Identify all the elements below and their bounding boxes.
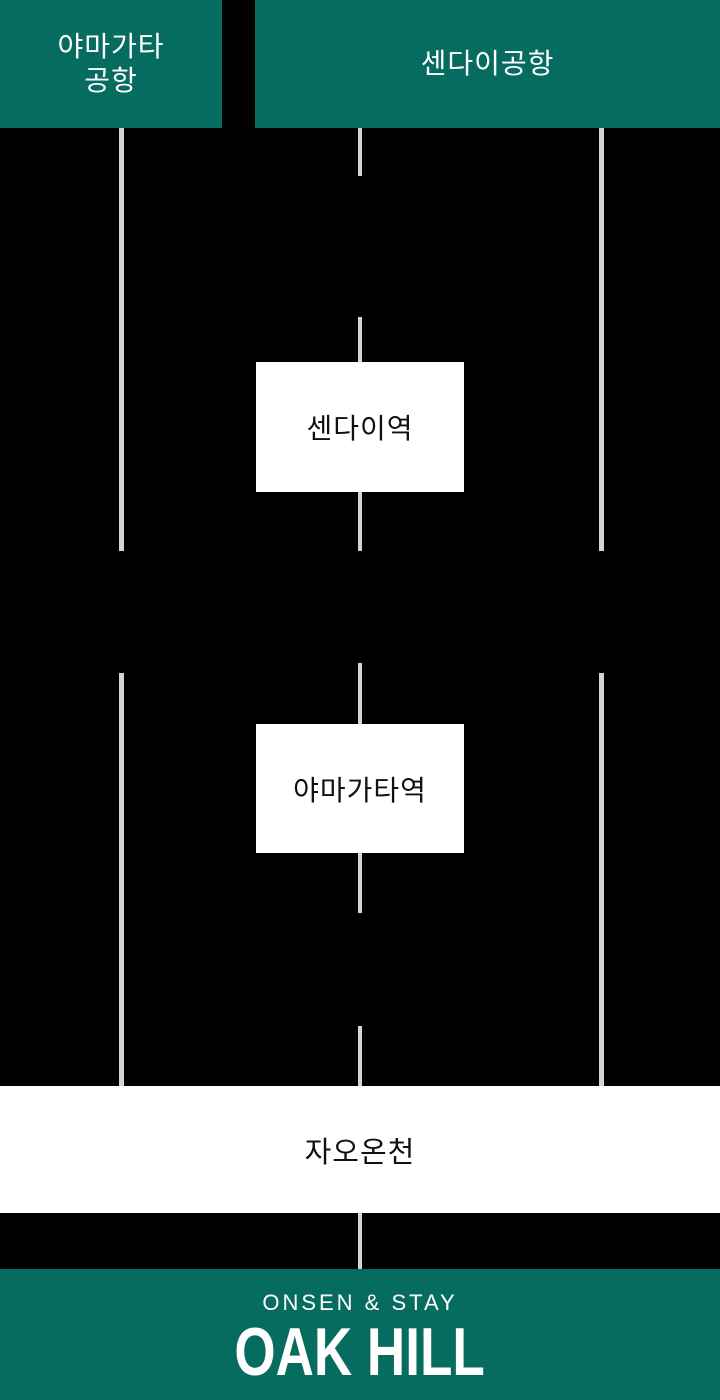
sendai-station-label: 센다이역 <box>306 413 414 444</box>
sendai-airport-label: 센다이공항 <box>420 48 555 79</box>
yamagata-airport-label: 야마가타 공항 <box>57 31 165 96</box>
footer-brand-band: ONSEN & STAY OAK HILL <box>0 1269 720 1400</box>
zao-onsen-label: 자오온천 <box>304 1136 416 1169</box>
connector-middle-seg-2 <box>358 317 362 362</box>
yamagata-station-box: 야마가타역 <box>256 724 464 853</box>
footer-brand-logo: OAK HILL <box>234 1313 486 1390</box>
sendai-airport-box: 센다이공항 <box>255 0 720 128</box>
footer-tagline: ONSEN & STAY <box>262 1289 458 1315</box>
sendai-station-box: 센다이역 <box>256 362 464 492</box>
yamagata-airport-box: 야마가타 공항 <box>0 0 222 128</box>
connector-middle-seg-5 <box>358 853 362 913</box>
connector-right-lower <box>599 673 604 1086</box>
connector-left-lower <box>119 673 124 1086</box>
connector-middle-seg-6 <box>358 1026 362 1086</box>
yamagata-station-label: 야마가타역 <box>293 774 427 806</box>
connector-middle-seg-7 <box>358 1213 362 1269</box>
connector-middle-seg-1 <box>358 128 362 176</box>
connector-left-upper <box>119 128 124 551</box>
connector-right-upper <box>599 128 604 551</box>
connector-middle-seg-4 <box>358 663 362 724</box>
zao-onsen-band: 자오온천 <box>0 1086 720 1213</box>
connector-middle-seg-3 <box>358 492 362 551</box>
